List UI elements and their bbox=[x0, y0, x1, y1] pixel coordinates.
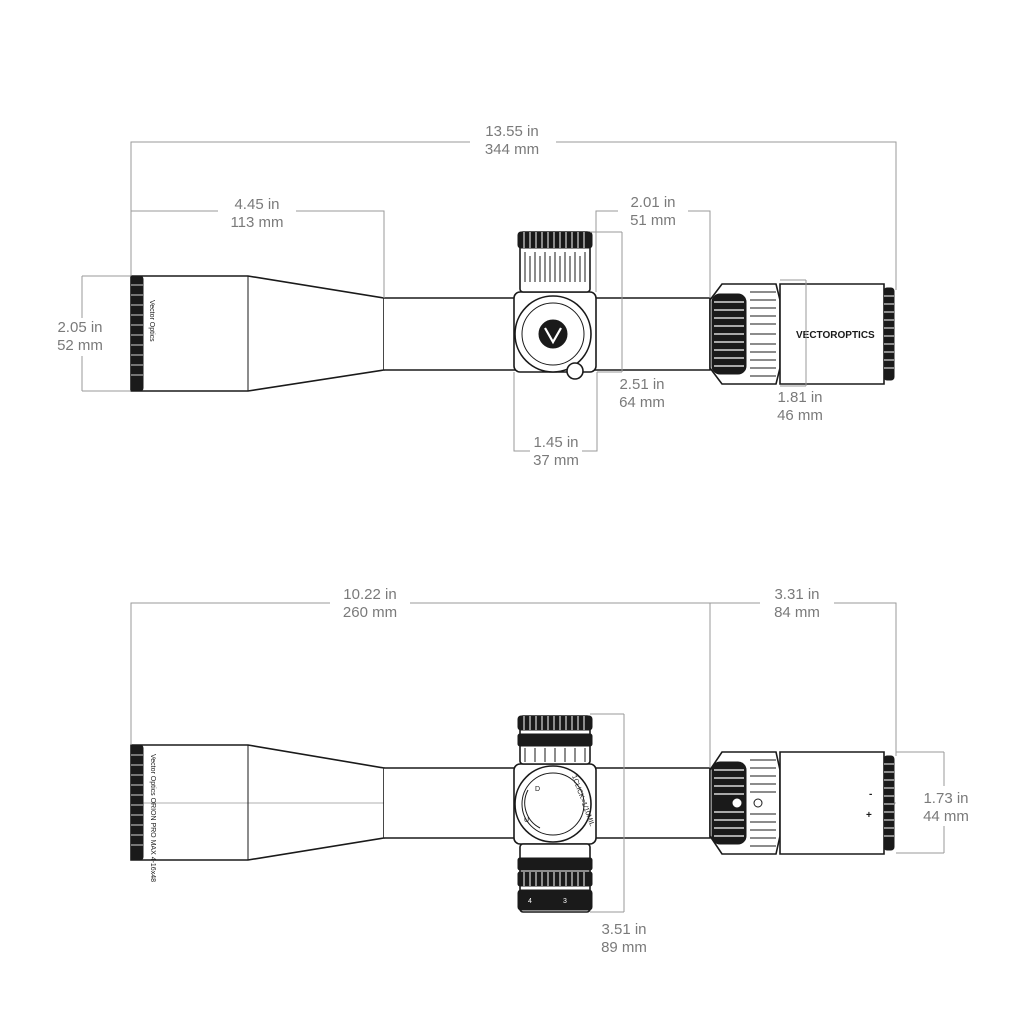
turret-letter-u: U bbox=[524, 817, 529, 824]
top-view-dimensions: 13.55 in 344 mm 4.45 in 113 mm 2.05 in 5… bbox=[57, 123, 897, 469]
dim-eyepiece-length-imperial: 3.31 in bbox=[774, 586, 819, 603]
dim-bell-length-imperial: 4.45 in bbox=[234, 196, 279, 213]
objective-ring-side bbox=[130, 744, 144, 861]
side-view-dimensions: 10.22 in 260 mm 3.31 in 84 mm 1.73 in 44… bbox=[130, 586, 969, 956]
dim-eyepiece-diameter-imperial: 1.81 in bbox=[777, 389, 822, 406]
dim-rear-eyepiece-metric: 51 mm bbox=[630, 212, 676, 229]
brand-logo-icon bbox=[538, 319, 568, 349]
dim-overall-length-line bbox=[130, 141, 470, 276]
diopter-plus: + bbox=[866, 810, 872, 821]
dim-front-eyepiece-line bbox=[130, 602, 330, 745]
diopter-minus: - bbox=[869, 789, 872, 800]
dim-turret-span-imperial: 3.51 in bbox=[601, 921, 646, 938]
objective-bell-top bbox=[130, 275, 385, 392]
dim-eyepiece-diameter-metric: 46 mm bbox=[777, 407, 823, 424]
dim-side-eyepiece-diameter-metric: 44 mm bbox=[923, 808, 969, 825]
objective-ring-top bbox=[130, 275, 144, 392]
dim-turret-width-line bbox=[513, 372, 530, 452]
windage-number-4: 4 bbox=[528, 898, 532, 905]
eyepiece-side bbox=[779, 751, 885, 855]
dim-turret-width-metric: 37 mm bbox=[533, 452, 579, 469]
dim-eyepiece-length-metric: 84 mm bbox=[774, 604, 820, 621]
dim-overall-length-metric: 344 mm bbox=[485, 141, 539, 158]
throw-lever-icon bbox=[731, 797, 743, 809]
illumination-knob-top bbox=[566, 362, 584, 380]
dim-rear-eyepiece-line bbox=[595, 210, 618, 292]
dim-side-eyepiece-diameter-imperial: 1.73 in bbox=[923, 790, 968, 807]
objective-ring-label-side: Vector Optics ORION PRO MAX 4-16x48 bbox=[149, 754, 156, 882]
top-view-scope: Vector Optics bbox=[130, 231, 895, 392]
dim-turret-height-metric: 64 mm bbox=[619, 394, 665, 411]
dim-turret-span-metric: 89 mm bbox=[601, 939, 647, 956]
eyepiece-brand-label: VECTOROPTICS bbox=[796, 330, 875, 341]
dim-front-eyepiece-imperial: 10.22 in bbox=[343, 586, 396, 603]
dim-bell-length-line bbox=[130, 210, 218, 276]
dim-turret-width-imperial: 1.45 in bbox=[533, 434, 578, 451]
dim-bell-length-metric: 113 mm bbox=[230, 214, 283, 231]
eyepiece-ring-top bbox=[883, 287, 895, 381]
turret-letter-d: D bbox=[535, 786, 540, 793]
dim-front-eyepiece-metric: 260 mm bbox=[343, 604, 397, 621]
side-view-scope: Vector Optics ORION PRO MAX 4-16x48 U D … bbox=[130, 715, 896, 913]
windage-dial-side bbox=[514, 765, 592, 843]
dim-overall-length-imperial: 13.55 in bbox=[485, 123, 538, 140]
windage-number-3: 3 bbox=[563, 898, 567, 905]
dim-objective-diameter-imperial: 2.05 in bbox=[57, 319, 102, 336]
dim-rear-eyepiece-imperial: 2.01 in bbox=[630, 194, 675, 211]
dim-objective-diameter-metric: 52 mm bbox=[57, 337, 103, 354]
dim-turret-height-imperial: 2.51 in bbox=[619, 376, 664, 393]
objective-ring-label-top: Vector Optics bbox=[148, 300, 155, 342]
